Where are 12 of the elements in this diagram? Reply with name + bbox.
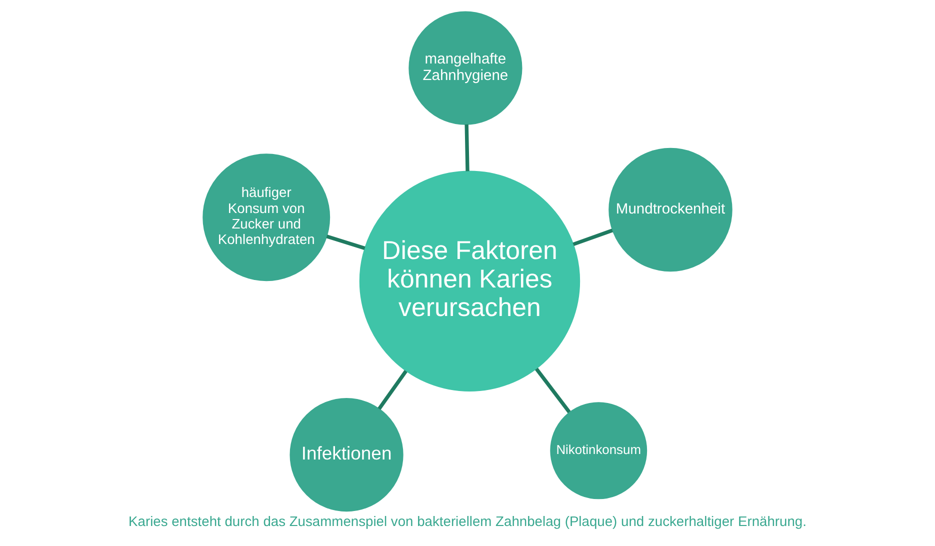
node-circle: mangelhafte Zahnhygiene	[408, 11, 522, 125]
connector	[378, 370, 408, 410]
node-circle: Diese Faktoren können Karies verursachen	[359, 170, 580, 392]
connector	[464, 124, 470, 172]
connector	[326, 234, 366, 250]
caption: Karies entsteht durch das Zusammenspiel von bakteriellem Zahnbelag (Plaque) und zuckerhaltiger Ernährung.	[128, 512, 806, 529]
node-circle: Mundtrockenheit	[608, 148, 732, 272]
node-circle: häufiger Konsum von Zucker und Kohlenhydraten	[202, 154, 330, 282]
connector	[572, 228, 614, 246]
connector	[534, 368, 571, 414]
node-circle: Infektionen	[290, 398, 404, 512]
node-circle: Nikotinkonsum	[550, 402, 648, 500]
